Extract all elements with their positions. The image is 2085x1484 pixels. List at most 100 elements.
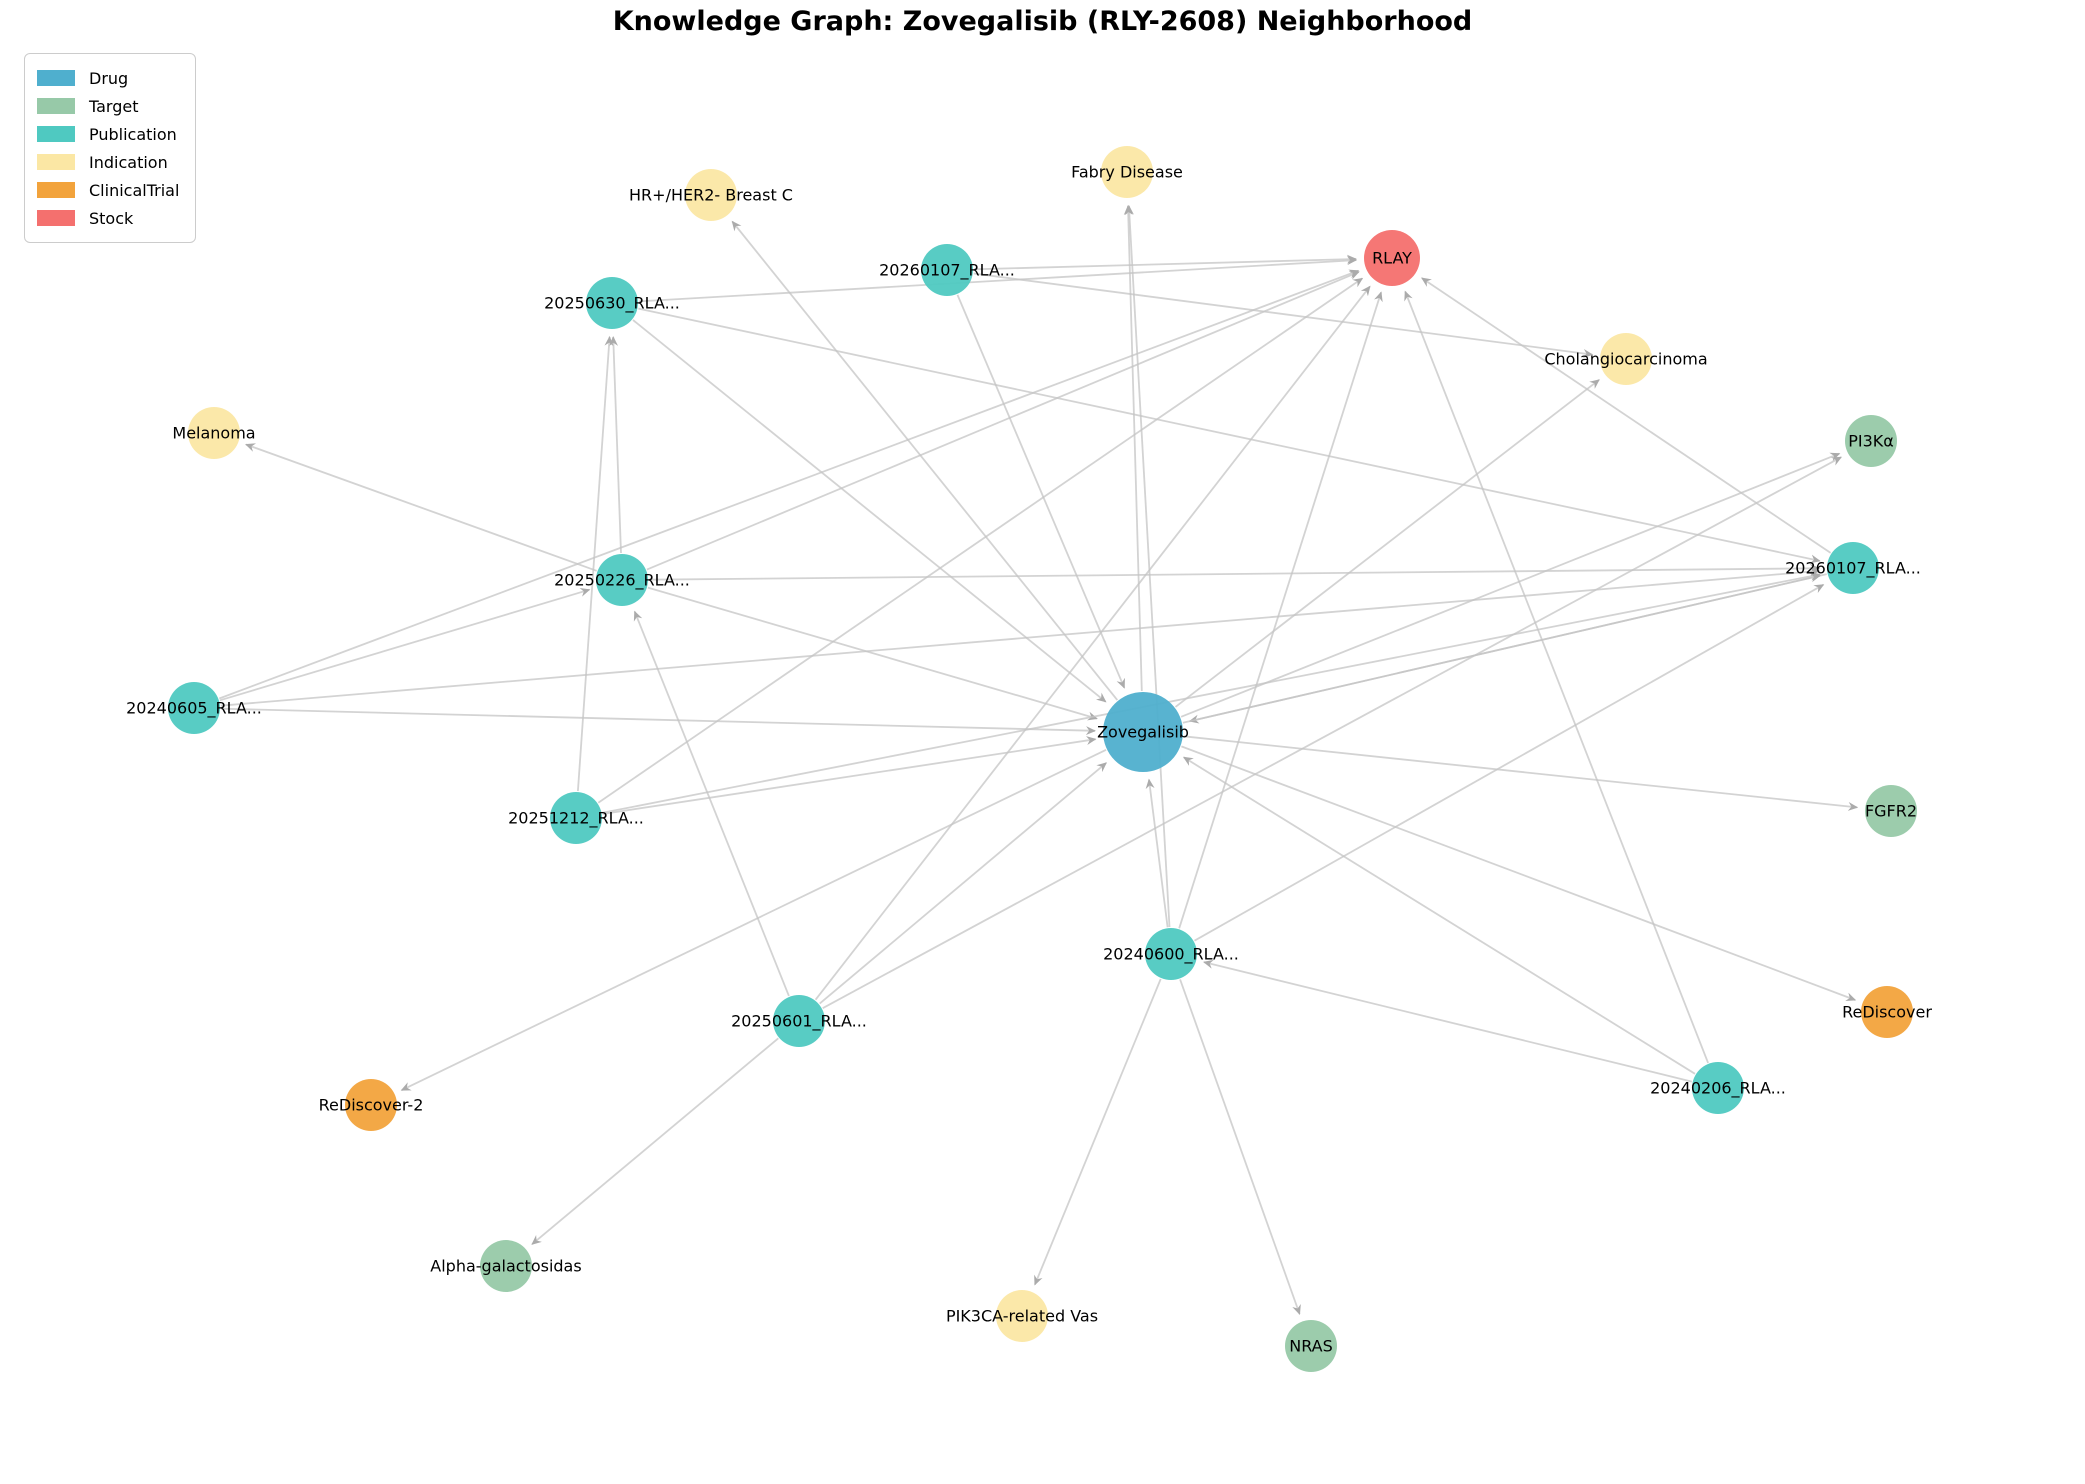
- edge-p20260107a-cholangio: [973, 272, 1594, 358]
- node-p20260107a: [921, 244, 973, 296]
- node-rediscover: [1861, 986, 1913, 1038]
- node-label-cholangio: Cholangiocarcinoma: [1544, 350, 1707, 369]
- edge-p20251212-zovegalisib: [602, 736, 1097, 815]
- edges-layer: [218, 204, 1859, 1315]
- node-label-p20250601: 20250601_RLA...: [731, 1012, 867, 1032]
- legend-item-indication: Indication: [37, 148, 179, 176]
- edge-zovegalisib-pi3ka: [1180, 452, 1841, 718]
- legend-label: ClinicalTrial: [89, 180, 180, 200]
- legend-swatch-icon: [37, 182, 75, 198]
- node-label-melanoma: Melanoma: [172, 424, 255, 443]
- legend-item-target: Target: [37, 92, 179, 120]
- legend-item-publication: Publication: [37, 120, 179, 148]
- edge-p20240600-nras: [1179, 979, 1301, 1315]
- node-label-rlay: RLAY: [1372, 249, 1412, 268]
- node-label-p20250630: 20250630_RLA...: [544, 294, 680, 314]
- edge-p20250601-alphagal: [531, 1037, 779, 1245]
- node-label-fgfr2: FGFR2: [1865, 802, 1917, 821]
- node-label-p20250226: 20250226_RLA...: [554, 571, 690, 591]
- edge-p20250226-p20250630: [609, 336, 622, 554]
- edge-p20250601-p20250226: [633, 610, 790, 997]
- edge-p20240206-p20240600: [1203, 959, 1693, 1083]
- node-label-hrher2: HR+/HER2- Breast C: [629, 186, 793, 205]
- edge-p20260107a-rlay: [973, 254, 1357, 271]
- node-p20251212: [550, 792, 602, 844]
- legend-item-clinicaltrial: ClinicalTrial: [37, 176, 179, 204]
- node-p20250630: [586, 277, 638, 329]
- edge-p20240605-p20250226: [219, 587, 591, 702]
- node-nras: [1285, 1320, 1337, 1372]
- edge-p20240600-p20260107b: [1194, 583, 1825, 942]
- node-pi3ka: [1845, 415, 1897, 467]
- edge-p20250226-p20260107b: [648, 563, 1820, 581]
- node-label-p20240206: 20240206_RLA...: [1650, 1079, 1786, 1099]
- edge-p20250226-rlay: [646, 271, 1360, 571]
- edge-p20250601-zovegalisib: [819, 762, 1107, 1005]
- node-alphagal: [480, 1240, 532, 1292]
- node-pik3ca: [996, 1290, 1048, 1342]
- edge-zovegalisib-fgfr2: [1183, 735, 1859, 811]
- node-p20240605: [168, 682, 220, 734]
- edge-p20251212-rlay: [597, 277, 1364, 804]
- node-label-pi3ka: PI3Kα: [1848, 432, 1894, 451]
- edge-p20251212-p20250630: [577, 335, 614, 792]
- node-p20250226: [596, 554, 648, 606]
- edge-zovegalisib-rediscover2: [400, 748, 1107, 1092]
- legend-swatch-icon: [37, 126, 75, 142]
- node-label-p20260107b: 20260107_RLA...: [1785, 559, 1921, 579]
- edge-p20240206-zovegalisib: [1182, 756, 1696, 1075]
- edge-p20240605-rlay: [218, 269, 1360, 700]
- edge-p20250601-rlay: [814, 285, 1371, 1001]
- node-p20250601: [773, 995, 825, 1047]
- edge-p20240605-p20260107b: [220, 567, 1821, 707]
- node-label-fabry: Fabry Disease: [1071, 163, 1183, 182]
- node-fabry: [1101, 146, 1153, 198]
- edge-p20240600-pik3ca: [1034, 978, 1162, 1286]
- node-label-p20240605: 20240605_RLA...: [126, 699, 262, 719]
- page-title: Knowledge Graph: Zovegalisib (RLY-2608) …: [612, 6, 1473, 37]
- node-p20240600: [1145, 928, 1197, 980]
- node-label-alphagal: Alpha-galactosidas: [430, 1257, 581, 1276]
- edge-p20251212-p20260107b: [602, 571, 1821, 814]
- node-melanoma: [188, 407, 240, 459]
- edge-p20250226-zovegalisib: [647, 586, 1098, 721]
- edge-p20250226-melanoma: [245, 443, 597, 572]
- edge-zovegalisib-rediscover: [1181, 745, 1857, 1002]
- node-label-p20240600: 20240600_RLA...: [1103, 945, 1239, 965]
- edge-p20240206-rlay: [1404, 290, 1709, 1064]
- edge-p20250601-pi3ka: [822, 456, 1842, 1009]
- node-label-rediscover2: ReDiscover-2: [319, 1096, 424, 1115]
- node-label-pik3ca: PIK3CA-related Vas: [946, 1307, 1098, 1326]
- edge-p20260107a-zovegalisib: [956, 294, 1126, 689]
- legend-label: Stock: [89, 208, 134, 228]
- edge-zovegalisib-p20260107b: [1182, 573, 1821, 724]
- node-label-zovegalisib: Zovegalisib: [1097, 723, 1189, 742]
- node-hrher2: [685, 169, 737, 221]
- node-rlay: [1364, 230, 1420, 286]
- legend-swatch-icon: [37, 210, 75, 226]
- legend-label: Drug: [89, 68, 129, 88]
- legend-label: Publication: [89, 124, 177, 144]
- node-p20240206: [1692, 1062, 1744, 1114]
- node-label-p20251212: 20251212_RLA...: [508, 809, 644, 829]
- node-label-rediscover: ReDiscover: [1842, 1003, 1932, 1022]
- edge-zovegalisib-hrher2: [731, 220, 1119, 701]
- edge-zovegalisib-cholangio: [1174, 379, 1600, 708]
- node-label-nras: NRAS: [1289, 1337, 1333, 1356]
- node-p20260107b: [1827, 542, 1879, 594]
- edge-p20240600-rlay: [1178, 291, 1383, 929]
- legend-swatch-icon: [37, 98, 75, 114]
- node-cholangio: [1600, 333, 1652, 385]
- edge-p20240600-fabry: [1124, 204, 1171, 928]
- edge-p20250630-rlay: [638, 256, 1358, 303]
- edge-p20240605-zovegalisib: [220, 707, 1096, 736]
- legend-item-drug: Drug: [37, 64, 179, 92]
- edge-p20240600-zovegalisib: [1145, 778, 1169, 928]
- node-label-p20260107a: 20260107_RLA...: [879, 261, 1015, 281]
- nodes-layer: [168, 146, 1917, 1372]
- legend-swatch-icon: [37, 70, 75, 86]
- edge-p20260107b-rlay: [1421, 277, 1832, 554]
